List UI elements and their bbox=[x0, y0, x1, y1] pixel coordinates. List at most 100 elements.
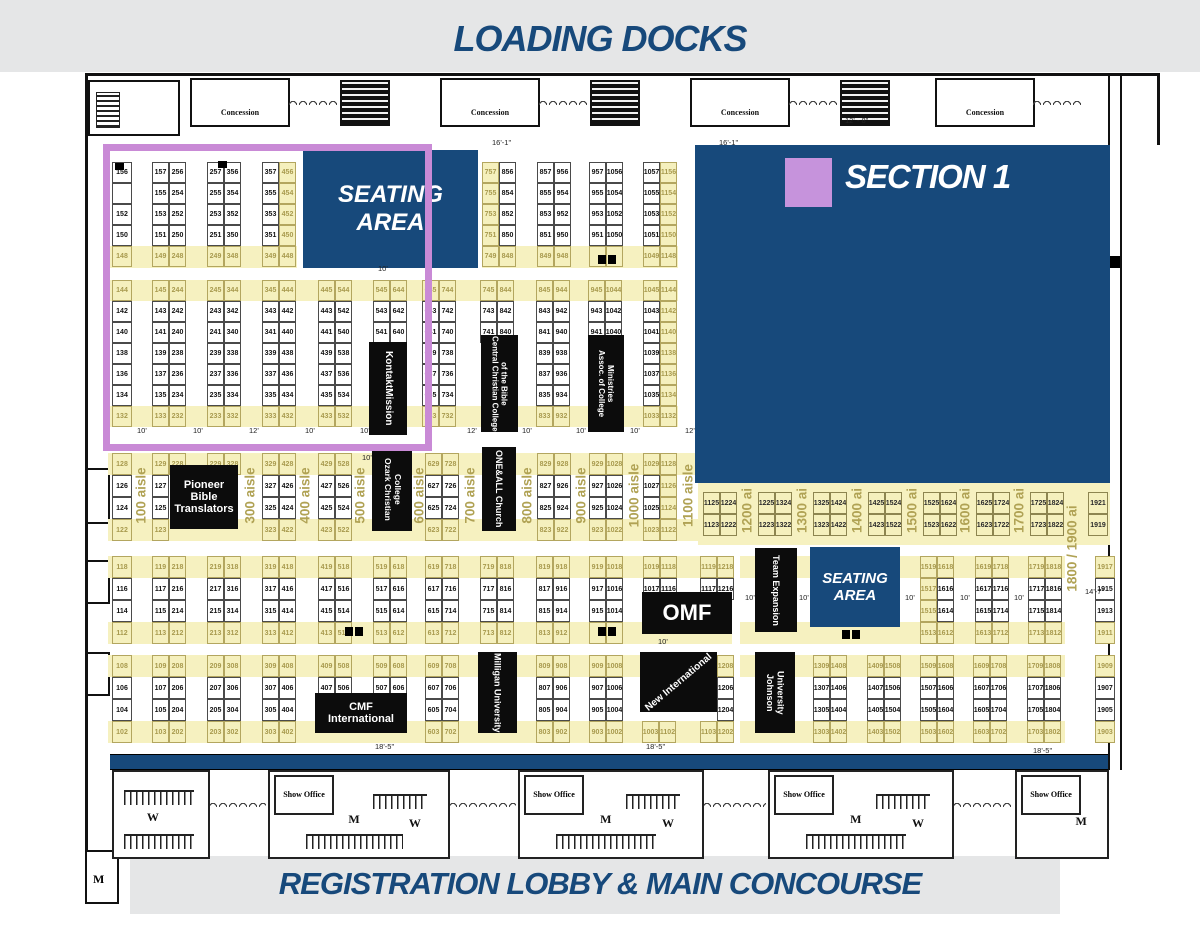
booth-1325[interactable]: 1325 bbox=[813, 492, 830, 514]
booth-809[interactable]: 809 bbox=[536, 655, 553, 677]
booth-744[interactable]: 744 bbox=[439, 280, 456, 301]
booth-352[interactable]: 352 bbox=[224, 204, 241, 225]
booth-157[interactable]: 157 bbox=[152, 162, 169, 183]
booth-302[interactable]: 302 bbox=[224, 721, 241, 743]
booth-1035[interactable]: 1035 bbox=[643, 385, 660, 406]
booth-1515[interactable]: 1515 bbox=[920, 600, 937, 622]
booth-129[interactable]: 129 bbox=[152, 453, 169, 475]
booth-1008[interactable]: 1008 bbox=[606, 655, 623, 677]
booth-1602[interactable]: 1602 bbox=[937, 721, 954, 743]
booth-1508[interactable]: 1508 bbox=[884, 655, 901, 677]
booth-918[interactable]: 918 bbox=[553, 556, 570, 578]
booth-1138[interactable]: 1138 bbox=[660, 343, 677, 364]
booth-1503[interactable]: 1503 bbox=[920, 721, 937, 743]
booth-1921[interactable]: 1921 bbox=[1088, 492, 1108, 514]
booth-917[interactable]: 917 bbox=[589, 578, 606, 600]
booth-1617[interactable]: 1617 bbox=[975, 578, 992, 600]
booth-615[interactable]: 615 bbox=[425, 600, 442, 622]
booth-716[interactable]: 716 bbox=[442, 578, 459, 600]
booth-207[interactable]: 207 bbox=[207, 677, 224, 699]
booth-1525[interactable]: 1525 bbox=[923, 492, 940, 514]
booth-441[interactable]: 441 bbox=[318, 322, 335, 343]
booth-1507[interactable]: 1507 bbox=[920, 677, 937, 699]
booth-1309[interactable]: 1309 bbox=[813, 655, 830, 677]
booth-452[interactable]: 452 bbox=[279, 204, 296, 225]
booth-243[interactable]: 243 bbox=[207, 301, 224, 322]
booth-851[interactable]: 851 bbox=[537, 225, 554, 246]
booth-127[interactable]: 127 bbox=[152, 475, 169, 497]
booth-333[interactable]: 333 bbox=[262, 406, 279, 427]
booth-339[interactable]: 339 bbox=[262, 343, 279, 364]
booth-312[interactable]: 312 bbox=[224, 622, 241, 644]
booth-1706[interactable]: 1706 bbox=[990, 677, 1007, 699]
booth-1608[interactable]: 1608 bbox=[937, 655, 954, 677]
booth-450[interactable]: 450 bbox=[279, 225, 296, 246]
booth-1816[interactable]: 1816 bbox=[1045, 578, 1062, 600]
booth-436[interactable]: 436 bbox=[279, 364, 296, 385]
booth-250[interactable]: 250 bbox=[169, 225, 186, 246]
booth-115[interactable]: 115 bbox=[152, 600, 169, 622]
booth-1909[interactable]: 1909 bbox=[1095, 655, 1115, 677]
booth-134[interactable]: 134 bbox=[112, 385, 132, 406]
booth-1913[interactable]: 1913 bbox=[1095, 600, 1115, 622]
booth-334[interactable]: 334 bbox=[224, 385, 241, 406]
booth-1053[interactable]: 1053 bbox=[643, 204, 660, 225]
booth-1307[interactable]: 1307 bbox=[813, 677, 830, 699]
booth-738[interactable]: 738 bbox=[439, 343, 456, 364]
booth-123[interactable]: 123 bbox=[152, 519, 169, 541]
booth-1322[interactable]: 1322 bbox=[775, 514, 792, 536]
booth-904[interactable]: 904 bbox=[553, 699, 570, 721]
booth-1407[interactable]: 1407 bbox=[867, 677, 884, 699]
booth-424[interactable]: 424 bbox=[279, 497, 296, 519]
booth-607[interactable]: 607 bbox=[425, 677, 442, 699]
booth-209[interactable]: 209 bbox=[207, 655, 224, 677]
booth-805[interactable]: 805 bbox=[536, 699, 553, 721]
booth-536[interactable]: 536 bbox=[335, 364, 352, 385]
booth-955[interactable]: 955 bbox=[589, 183, 606, 204]
booth-1025[interactable]: 1025 bbox=[643, 497, 660, 519]
booth-936[interactable]: 936 bbox=[553, 364, 570, 385]
booth-153[interactable]: 153 bbox=[152, 204, 169, 225]
booth-640[interactable]: 640 bbox=[390, 322, 407, 343]
booth-137[interactable]: 137 bbox=[152, 364, 169, 385]
booth-932[interactable]: 932 bbox=[553, 406, 570, 427]
booth-1905[interactable]: 1905 bbox=[1095, 699, 1115, 721]
exhibitor-central-christian-college-of-the-bible[interactable]: Central Christian College of the Bible bbox=[481, 335, 518, 432]
booth-1708[interactable]: 1708 bbox=[990, 655, 1007, 677]
booth-1003[interactable]: 1003 bbox=[642, 721, 659, 743]
booth-1806[interactable]: 1806 bbox=[1044, 677, 1061, 699]
booth-714[interactable]: 714 bbox=[442, 600, 459, 622]
booth-1714[interactable]: 1714 bbox=[992, 600, 1009, 622]
booth-336[interactable]: 336 bbox=[224, 364, 241, 385]
booth-219[interactable]: 219 bbox=[207, 556, 224, 578]
booth-238[interactable]: 238 bbox=[169, 343, 186, 364]
booth-623[interactable]: 623 bbox=[425, 519, 442, 541]
booth-857[interactable]: 857 bbox=[537, 162, 554, 183]
booth-943[interactable]: 943 bbox=[588, 301, 605, 322]
booth-732[interactable]: 732 bbox=[439, 406, 456, 427]
booth-349[interactable]: 349 bbox=[262, 246, 279, 267]
booth-314[interactable]: 314 bbox=[224, 600, 241, 622]
booth-944[interactable]: 944 bbox=[553, 280, 570, 301]
booth-1612[interactable]: 1612 bbox=[937, 622, 954, 644]
booth-114[interactable]: 114 bbox=[112, 600, 132, 622]
booth-919[interactable]: 919 bbox=[589, 556, 606, 578]
booth-1122[interactable]: 1122 bbox=[660, 519, 677, 541]
booth-724[interactable]: 724 bbox=[442, 497, 459, 519]
booth-240[interactable]: 240 bbox=[169, 322, 186, 343]
booth-133[interactable]: 133 bbox=[152, 406, 169, 427]
booth-643[interactable]: 643 bbox=[422, 301, 439, 322]
booth-815[interactable]: 815 bbox=[536, 600, 553, 622]
booth-717[interactable]: 717 bbox=[480, 578, 497, 600]
booth-106[interactable]: 106 bbox=[112, 677, 132, 699]
booth-515[interactable]: 515 bbox=[373, 600, 390, 622]
booth-757[interactable]: 757 bbox=[482, 162, 499, 183]
booth-1603[interactable]: 1603 bbox=[973, 721, 990, 743]
booth-203[interactable]: 203 bbox=[207, 721, 224, 743]
booth-618[interactable]: 618 bbox=[390, 556, 407, 578]
booth-217[interactable]: 217 bbox=[207, 578, 224, 600]
booth-608[interactable]: 608 bbox=[390, 655, 407, 677]
booth-208[interactable]: 208 bbox=[169, 655, 186, 677]
booth-841[interactable]: 841 bbox=[536, 322, 553, 343]
booth-1506[interactable]: 1506 bbox=[884, 677, 901, 699]
